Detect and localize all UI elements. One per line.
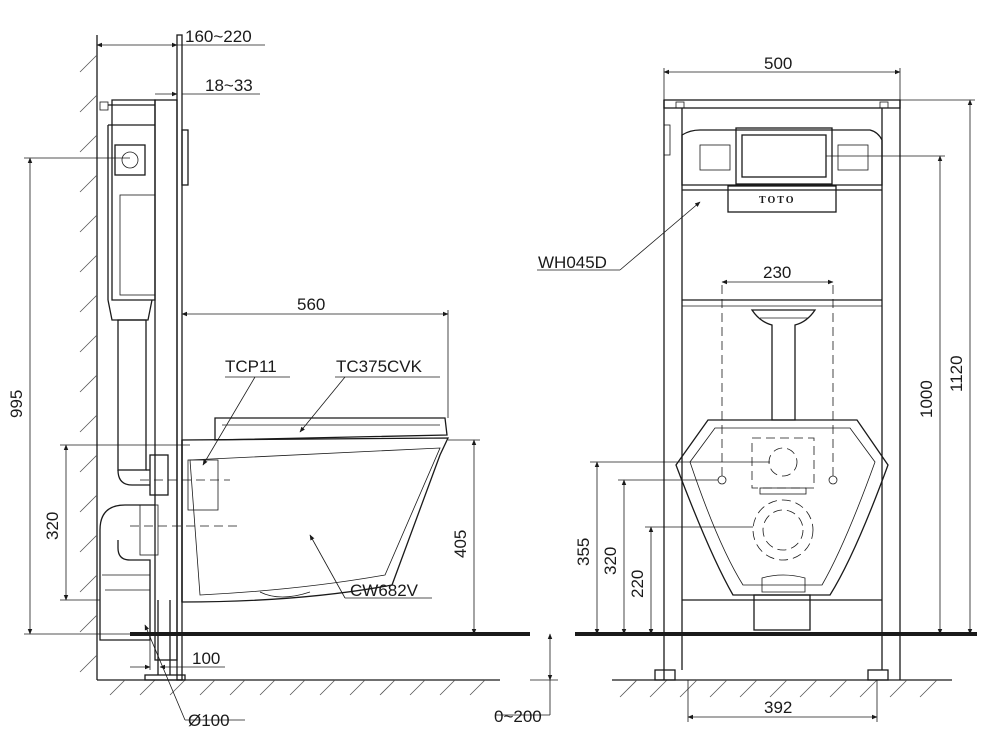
dim-bowl-height: 405 <box>448 439 480 635</box>
front-bowl <box>675 419 889 631</box>
dim-frame-width: 500 <box>663 54 901 100</box>
dim-frame-depth: 160~220 <box>96 27 265 48</box>
dim-leg-adjust-text: 0~200 <box>494 707 542 726</box>
dim-frame-height-text: 1120 <box>947 355 966 392</box>
brand-logo: TOTO <box>759 195 796 206</box>
dim-pipe-dia-text: Ø100 <box>188 711 230 730</box>
dim-bolt-spacing-text: 230 <box>763 263 791 282</box>
drain-pipe <box>99 504 159 641</box>
label-plate-text: WH045D <box>538 253 607 272</box>
dim-bolt-spacing: 230 <box>721 263 834 285</box>
dim-frame-width-text: 500 <box>764 54 792 73</box>
subfloor <box>97 679 500 696</box>
wall <box>79 35 98 680</box>
label-bowl-text: CW682V <box>350 581 419 600</box>
side-view: 160~220 18~33 560 995 320 <box>7 27 558 730</box>
dim-foot-spacing: 392 <box>687 680 878 722</box>
dim-flush-height: 995 <box>7 157 130 635</box>
dim-pipe-dia: Ø100 <box>144 624 245 730</box>
front-frame <box>654 99 901 681</box>
dim-bowl-length: 560 <box>181 295 449 418</box>
dim-outlet-offset-text: 100 <box>192 649 220 668</box>
dim-h220-text: 220 <box>628 570 647 598</box>
label-plate: WH045D <box>537 201 701 272</box>
cistern <box>107 99 156 321</box>
dim-outlet-offset: 100 <box>130 640 225 670</box>
dim-inlet-height-text: 320 <box>43 512 62 540</box>
dim-h355: 355 <box>574 461 770 635</box>
front-flush-pipe <box>750 309 817 421</box>
mounting-frame <box>99 34 189 681</box>
dim-h320: 320 <box>601 479 718 635</box>
front-view: TOTO <box>537 54 977 722</box>
dim-button-height: 1000 <box>826 155 945 635</box>
frame-leg <box>144 600 186 681</box>
label-seat-text: TC375CVK <box>336 357 423 376</box>
dim-bowl-height-text: 405 <box>451 530 470 558</box>
label-bowl: CW682V <box>309 534 432 600</box>
dim-h355-text: 355 <box>574 538 593 566</box>
label-seat: TC375CVK <box>299 357 440 433</box>
dim-bowl-length-text: 560 <box>297 295 325 314</box>
label-panel: TCP11 <box>202 357 290 466</box>
front-hidden-lines <box>717 285 838 561</box>
dim-foot-spacing-text: 392 <box>764 698 792 717</box>
dim-frame-height: 1120 <box>900 99 975 635</box>
dim-frame-depth-text: 160~220 <box>185 27 252 46</box>
front-cistern: TOTO <box>681 127 883 213</box>
dim-h220: 220 <box>628 526 753 635</box>
dim-panel-gap-text: 18~33 <box>205 76 253 95</box>
dim-button-height-text: 1000 <box>917 380 936 418</box>
dim-flush-height-text: 995 <box>7 390 26 418</box>
toilet-seat <box>214 417 448 441</box>
dim-leg-adjust: 0~200 <box>494 633 558 726</box>
dim-h320-text: 320 <box>601 547 620 575</box>
dim-panel-gap: 18~33 <box>155 76 260 97</box>
front-subfloor <box>612 679 952 698</box>
dim-inlet-height: 320 <box>43 444 190 601</box>
flush-pipe <box>117 319 169 496</box>
label-panel-text: TCP11 <box>225 357 277 376</box>
toilet-bowl <box>181 437 450 603</box>
